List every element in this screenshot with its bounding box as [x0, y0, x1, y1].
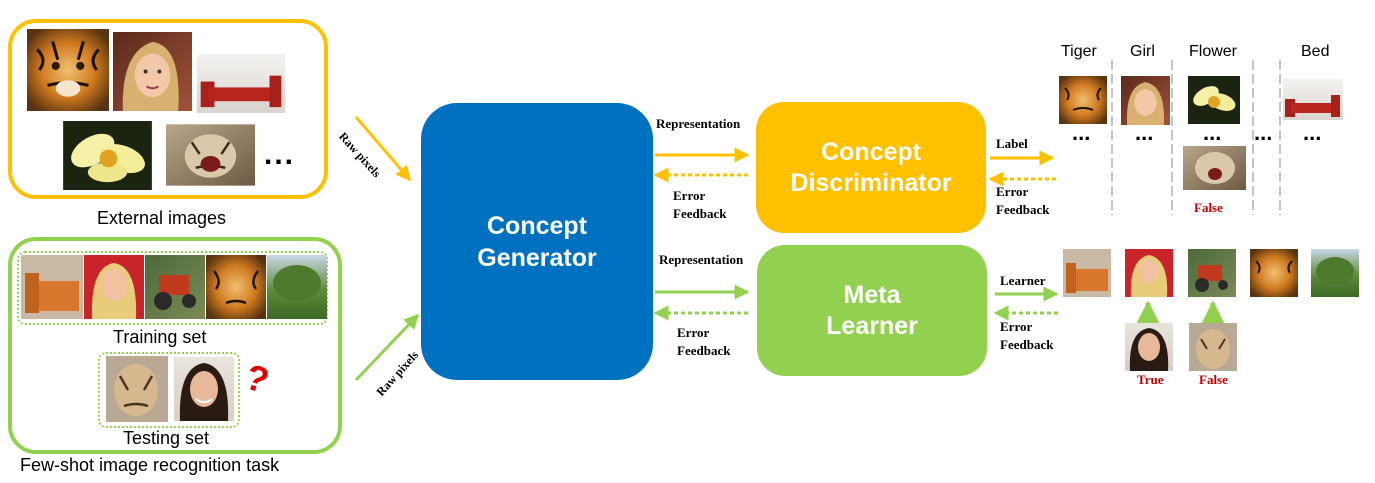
testing-set-box: [98, 352, 240, 428]
query-woman-image: [1125, 323, 1173, 371]
meta-error-feedback-label: Error Feedback: [677, 325, 731, 358]
training-girl-image: [84, 255, 144, 319]
training-bed-image: [21, 255, 83, 319]
disc-error-feedback-label: Error Feedback: [673, 188, 727, 221]
bed-category-image: [1283, 79, 1343, 120]
bed-image: [196, 54, 286, 113]
girl-category-image: [1121, 76, 1170, 125]
flower-column-dots: ...: [1203, 120, 1222, 145]
testing-tiger-image: [106, 356, 168, 422]
training-set-box: [17, 251, 328, 325]
category-girl: Girl: [1130, 43, 1155, 60]
category-bed: Bed: [1301, 43, 1330, 60]
tiger-cub-image: [166, 124, 255, 186]
bottom-false-label: False: [1199, 372, 1228, 387]
top-false-label: False: [1194, 200, 1223, 215]
category-flower: Flower: [1189, 43, 1238, 60]
meta-representation-label: Representation: [659, 252, 744, 267]
external-dots: ...: [264, 138, 296, 171]
learner-error-feedback-label: Error Feedback: [1000, 319, 1054, 352]
middle-column-dots: ...: [1254, 120, 1273, 145]
learner-tractor-image: [1188, 249, 1236, 297]
learner-girl-image: [1125, 249, 1173, 297]
true-label: True: [1137, 372, 1164, 387]
query-tiger-image: [1189, 323, 1237, 371]
few-shot-task-panel: [8, 237, 342, 454]
training-tree-image: [267, 255, 327, 319]
disc-representation-label: Representation: [656, 116, 741, 131]
learner-tiger-image: [1250, 249, 1298, 297]
raw-pixels-bottom-arrow: [354, 313, 420, 382]
tiger-image: [27, 29, 109, 111]
tiger-category-image: [1059, 76, 1107, 124]
concept-discriminator-label: Concept Discriminator: [790, 137, 952, 197]
training-tractor-image: [145, 255, 205, 319]
girl-column-dots: ...: [1135, 120, 1154, 145]
external-images-caption: External images: [97, 208, 227, 228]
label-edge-label: Label: [996, 136, 1028, 151]
training-tiger-image: [206, 255, 266, 319]
concept-generator-label: Concept Generator: [477, 211, 597, 272]
misclassified-cub-image: [1183, 146, 1246, 190]
concept-generator-block: Concept Generator: [421, 103, 653, 380]
few-shot-task-caption: Few-shot image recognition task: [20, 455, 280, 475]
learner-bed-image: [1063, 249, 1111, 297]
bed-column-dots: ...: [1303, 120, 1322, 145]
flower-category-image: [1188, 76, 1240, 124]
testing-set-caption: Testing set: [123, 428, 210, 448]
meta-learner-label: Meta Learner: [826, 280, 918, 340]
tiger-column-dots: ...: [1072, 120, 1091, 145]
meta-learner-block: Meta Learner: [757, 245, 987, 376]
testing-woman-image: [174, 357, 234, 421]
learner-tree-image: [1311, 249, 1359, 297]
training-set-caption: Training set: [113, 327, 207, 347]
learner-edge-label: Learner: [1000, 273, 1046, 288]
raw-pixels-top-arrow: [354, 116, 412, 182]
flower-image: [62, 121, 153, 190]
external-images-panel: [8, 19, 328, 199]
label-error-feedback-label: Error Feedback: [996, 184, 1050, 217]
category-tiger: Tiger: [1061, 43, 1097, 60]
concept-discriminator-block: Concept Discriminator: [756, 102, 986, 233]
girl-image: [113, 32, 192, 111]
